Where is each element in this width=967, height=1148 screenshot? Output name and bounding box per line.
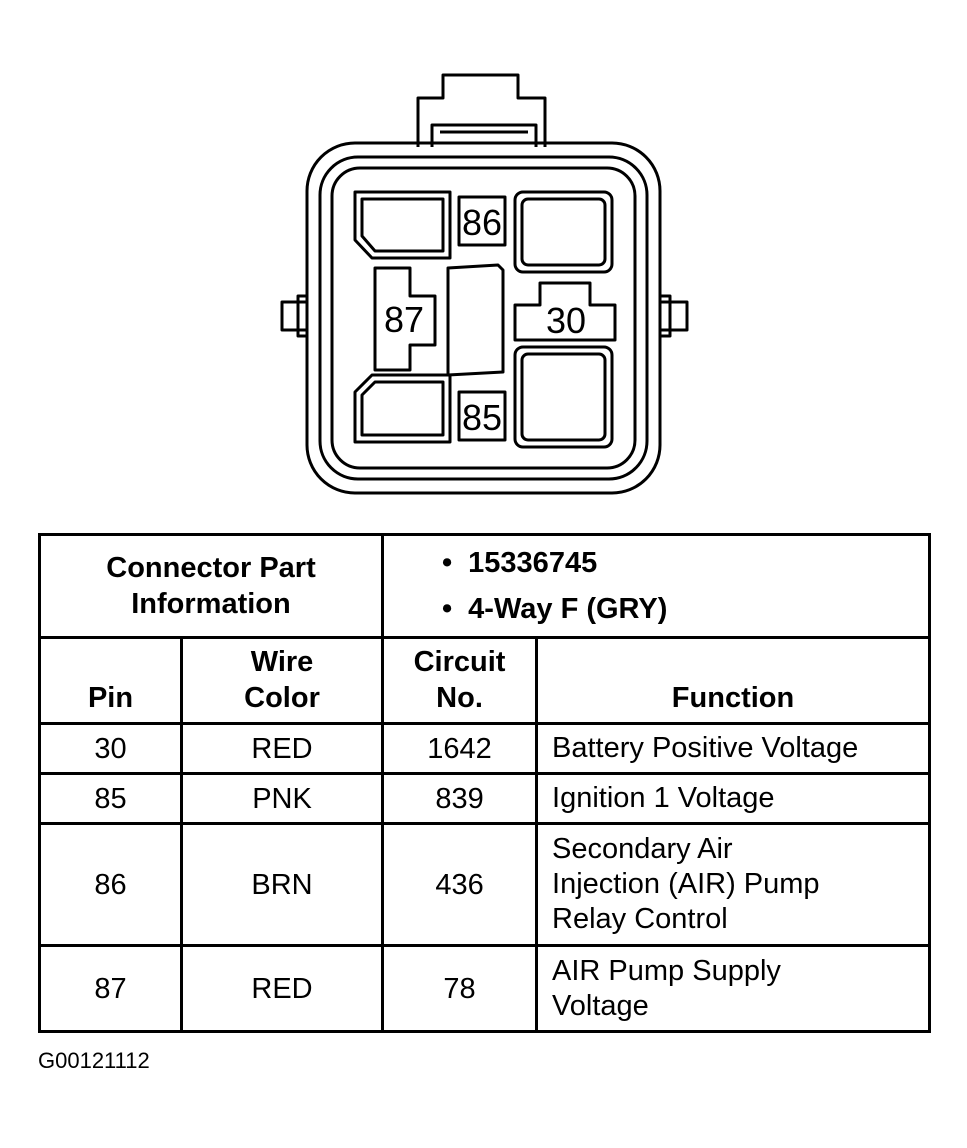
cavity-bottom-left [353, 373, 452, 444]
cell-circuit: 78 [381, 944, 539, 1033]
cavity-bottom-right [513, 345, 614, 449]
pin-87-box [373, 266, 437, 372]
cell-wire-color: RED [179, 944, 385, 1033]
table-row: 86 BRN 436 Secondary Air Injection (AIR)… [38, 822, 932, 947]
header-wire-color-line2: Color [244, 682, 320, 714]
connector-diagram: 86 87 30 85 [280, 73, 689, 495]
cell-function: Secondary Air Injection (AIR) Pump Relay… [535, 822, 932, 947]
function-line: AIR Pump Supply [552, 954, 781, 987]
table-row: 30 RED 1642 Battery Positive Voltage [38, 722, 932, 775]
cell-function: Ignition 1 Voltage [535, 772, 932, 825]
function-line: Secondary Air [552, 833, 733, 865]
function-line: Injection (AIR) Pump [552, 868, 820, 900]
part-info-row: Connector Part Information 15336745 4-Wa… [37, 533, 932, 639]
part-info-label-cell: Connector Part Information [37, 533, 385, 639]
connector-info-table: Connector Part Information 15336745 4-Wa… [37, 533, 932, 1033]
locking-tab [416, 73, 547, 147]
column-header-row: Pin Wire Color Circuit No. Function [38, 636, 932, 725]
figure-id: G00121112 [38, 1048, 150, 1073]
header-wire-color: Wire Color [179, 636, 385, 725]
side-ear-left [280, 294, 307, 338]
function-line: Battery Positive Voltage [552, 732, 859, 764]
cell-pin: 86 [38, 822, 183, 947]
cell-wire-color: PNK [179, 772, 385, 825]
table-row: 87 RED 78 AIR Pump Supply Voltage [38, 944, 932, 1033]
header-wire-color-line1: Wire [250, 646, 314, 678]
header-circuit-line2: No. [436, 682, 483, 714]
header-function: Function [535, 636, 932, 725]
part-info-label-line2: Information [131, 588, 291, 620]
cell-wire-color: RED [179, 722, 385, 775]
cell-pin: 85 [38, 772, 183, 825]
cell-wire-color: BRN [179, 822, 385, 947]
cell-circuit: 839 [381, 772, 539, 825]
cell-pin: 30 [38, 722, 183, 775]
pin-85-box [457, 390, 507, 442]
center-keyway [446, 263, 505, 377]
function-line: Relay Control [552, 903, 728, 935]
connector-housing-inner [318, 155, 649, 481]
cell-function: Battery Positive Voltage [535, 722, 932, 775]
pin-label-86: 86 [462, 202, 502, 243]
pin-30-box [513, 281, 617, 342]
cavity-top-right [513, 190, 614, 274]
header-circuit-line1: Circuit [413, 646, 506, 678]
cavity-top-left [353, 190, 452, 260]
pin-label-85: 85 [462, 397, 502, 438]
pin-label-87: 87 [384, 299, 424, 340]
pin-86-box [457, 195, 507, 247]
cell-pin: 87 [38, 944, 183, 1033]
side-ear-right [660, 294, 689, 338]
part-info-values-cell: 15336745 4-Way F (GRY) [381, 533, 932, 639]
cell-circuit: 436 [381, 822, 539, 947]
part-number: 15336745 [442, 540, 928, 586]
function-line: Voltage [552, 989, 649, 1022]
function-line: Ignition 1 Voltage [552, 782, 775, 814]
connector-description: 4-Way F (GRY) [442, 586, 928, 632]
header-circuit-no: Circuit No. [381, 636, 539, 725]
part-info-label-line1: Connector Part [106, 552, 316, 584]
connector-housing-outer [305, 141, 662, 495]
cell-circuit: 1642 [381, 722, 539, 775]
cell-function: AIR Pump Supply Voltage [535, 944, 932, 1033]
part-info-list: 15336745 4-Way F (GRY) [384, 536, 928, 636]
pin-label-30: 30 [546, 300, 586, 341]
table-row: 85 PNK 839 Ignition 1 Voltage [38, 772, 932, 825]
header-pin: Pin [38, 636, 183, 725]
